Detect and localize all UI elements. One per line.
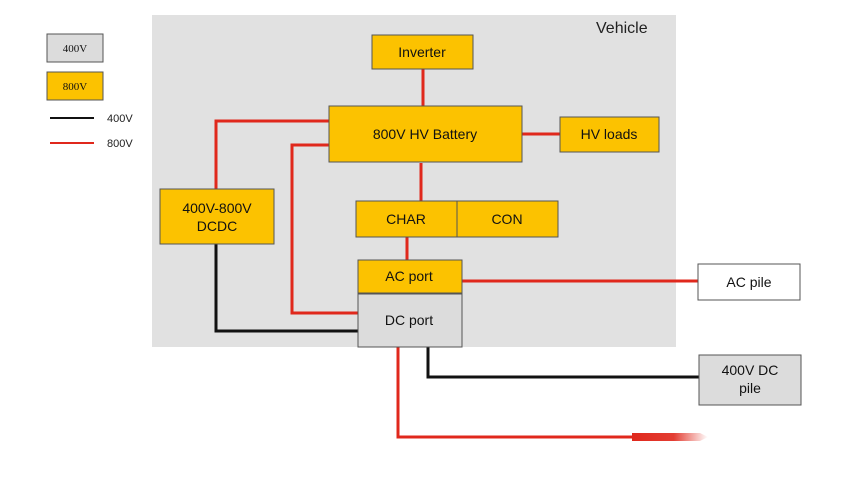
con-box [456,200,559,238]
ac-pile-label: AC pile [726,274,771,290]
legend-box-800v-label: 800V [63,81,88,93]
vehicle-label: Vehicle [596,20,648,37]
dc-port-box [357,293,463,348]
ac-port-label: AC port [385,268,433,284]
legend-box-800v [46,71,104,101]
wires-400v [214,244,699,379]
inverter-box [371,34,474,70]
dcdc-label-line1: 400V-800V [182,200,252,216]
wire-800v-fade-end [632,433,708,441]
wire-battery-dcport [290,143,358,315]
legend-box-400v [46,33,104,63]
ac-pile-box [697,263,801,301]
char-box [355,200,458,238]
dc-pile-label-line1: 400V DC [722,362,779,378]
dc-port-label: DC port [385,312,433,328]
wire-dcdc-dcport [214,244,358,333]
hv-loads-label: HV loads [581,126,638,142]
battery-label: 800V HV Battery [373,126,477,142]
dc-pile-label-line2: pile [739,380,761,396]
con-label: CON [491,211,522,227]
dcdc-box [159,188,275,245]
wires-800v [214,69,698,439]
dcdc-label-line2: DCDC [197,218,237,234]
legend-box-400v-label: 400V [63,43,88,55]
wire-dcport-800v-out [396,347,632,439]
legend-line-800v-label: 800V [107,138,133,150]
legend: 400V 800V 400V 800V [46,33,133,150]
wire-dcport-dcpile [426,347,699,379]
ac-port-box [357,259,463,294]
char-label: CHAR [386,211,426,227]
wire-battery-dcdc [214,119,329,189]
legend-line-400v-label: 400V [107,113,133,125]
hv-loads-box [559,116,660,153]
dc-pile-box [698,354,802,406]
battery-box [328,105,523,163]
inverter-label: Inverter [398,44,446,60]
